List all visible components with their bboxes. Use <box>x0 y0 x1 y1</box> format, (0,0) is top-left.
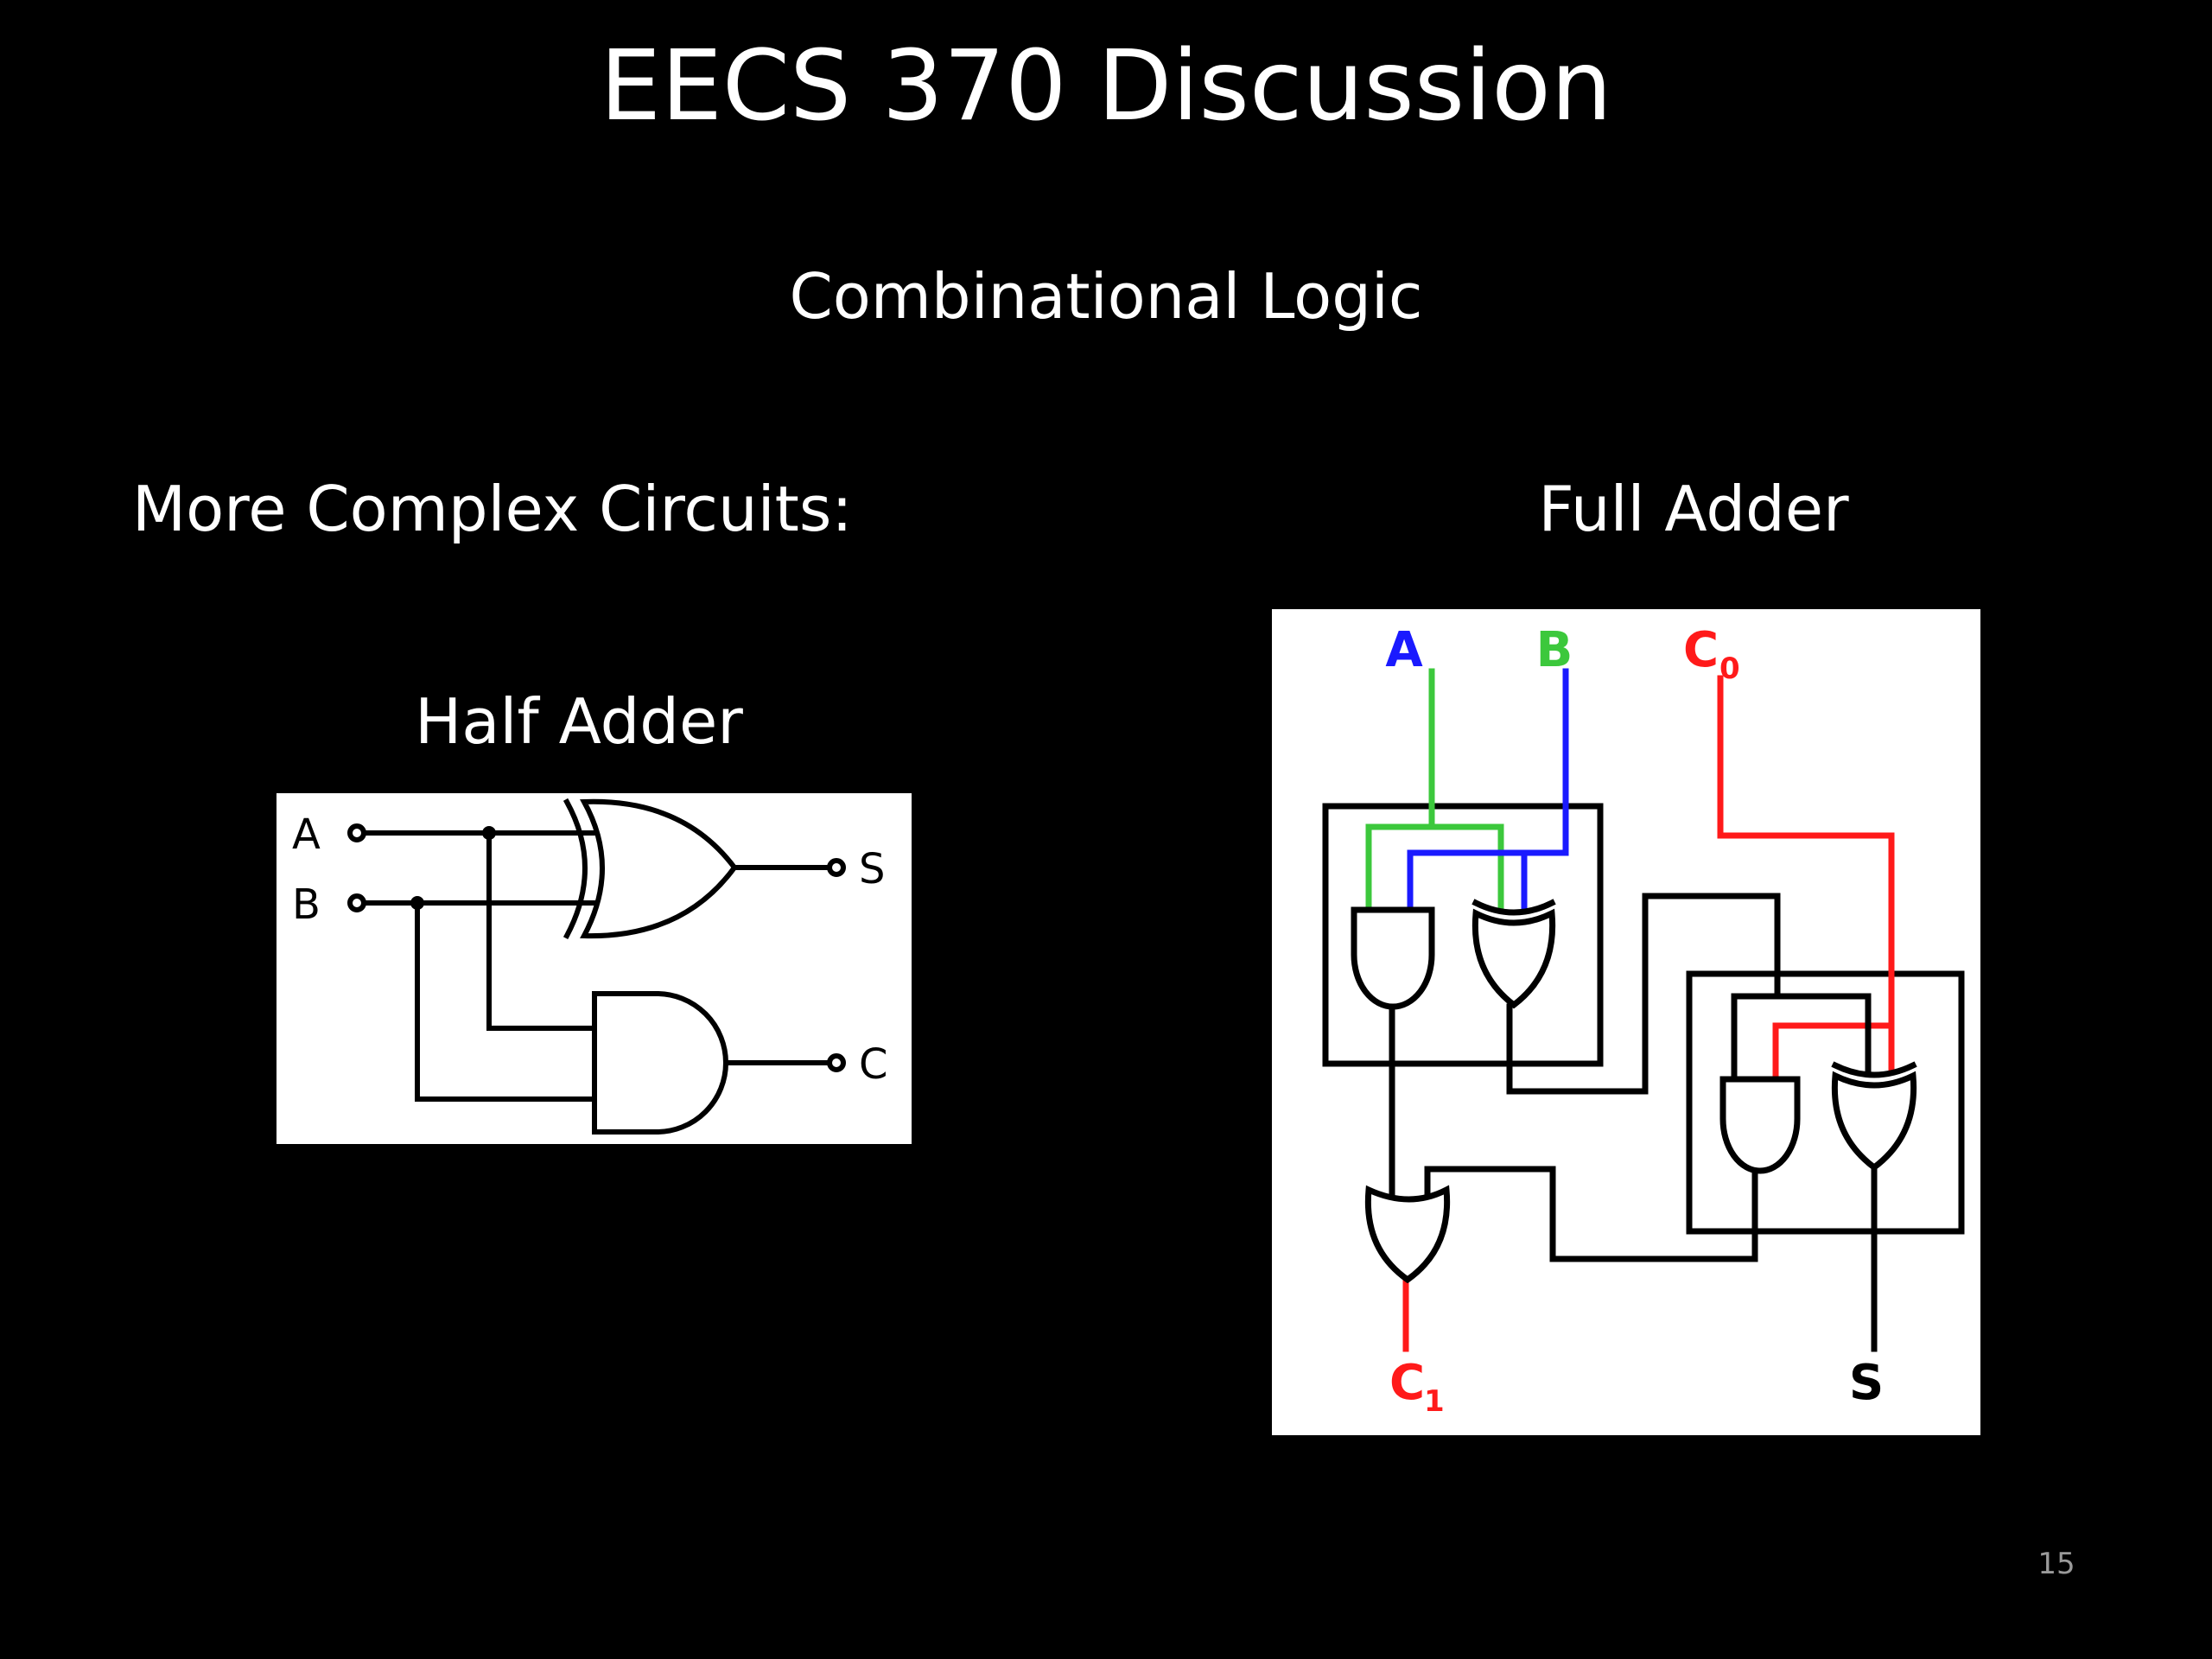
half-adder-label-a: A <box>292 810 321 859</box>
full-adder-label-c0-sub: 0 <box>1719 652 1740 686</box>
full-adder-wire-c-b <box>1424 1166 1758 1262</box>
full-adder-label-s: S <box>1849 1355 1884 1411</box>
full-adder-diagram: A B C 0 C 1 S <box>1272 609 1980 1435</box>
half-adder-and-gate <box>592 991 728 1135</box>
full-adder-wire-a <box>1365 668 1504 913</box>
half-adder-junction-b <box>410 896 424 910</box>
full-adder-or-gate <box>1364 1185 1451 1284</box>
full-adder-xor-gate-1 <box>1471 908 1556 1009</box>
full-adder-label-a: A <box>1385 622 1423 678</box>
intro-text: More Complex Circuits: <box>132 473 853 545</box>
half-adder-terminal-c <box>827 1053 846 1072</box>
full-adder-box-2 <box>1686 970 1965 1235</box>
full-adder-xor-back-2 <box>1831 1061 1917 1078</box>
full-adder-label-c1-sub: 1 <box>1424 1384 1445 1419</box>
slide-title: EECS 370 Discussion <box>600 30 1612 143</box>
full-adder-label-c0: C <box>1683 622 1719 678</box>
half-adder-label-b: B <box>292 880 321 929</box>
full-adder-box-1 <box>1322 803 1604 1067</box>
full-adder-label-b: B <box>1536 622 1573 678</box>
full-adder-svg: A B C 0 C 1 S <box>1322 622 1965 1419</box>
full-adder-wire-s1 <box>1506 893 1872 1095</box>
half-adder-diagram: A B S C <box>276 793 912 1144</box>
full-adder-xor-back-1 <box>1471 899 1556 916</box>
page-number: 15 <box>2037 1547 2075 1581</box>
full-adder-and-gate-2 <box>1719 1076 1801 1174</box>
full-adder-and-gate-1 <box>1351 906 1435 1010</box>
full-adder-xor-gate-2 <box>1831 1071 1917 1172</box>
half-adder-label-c: C <box>859 1040 888 1089</box>
half-adder-label-s: S <box>859 845 885 893</box>
half-adder-junction-a <box>482 826 496 840</box>
half-adder-xor-back-curve <box>563 798 588 940</box>
full-adder-heading: Full Adder <box>1538 473 1849 545</box>
half-adder-svg: A B S C <box>292 798 888 1135</box>
half-adder-terminal-s <box>827 858 846 877</box>
half-adder-heading: Half Adder <box>415 685 743 758</box>
half-adder-xor-gate <box>580 798 738 939</box>
slide-subtitle: Combinational Logic <box>789 260 1423 333</box>
full-adder-wire-c0 <box>1717 675 1895 1086</box>
full-adder-wire-b <box>1407 668 1569 913</box>
full-adder-label-c1: C <box>1389 1355 1425 1411</box>
